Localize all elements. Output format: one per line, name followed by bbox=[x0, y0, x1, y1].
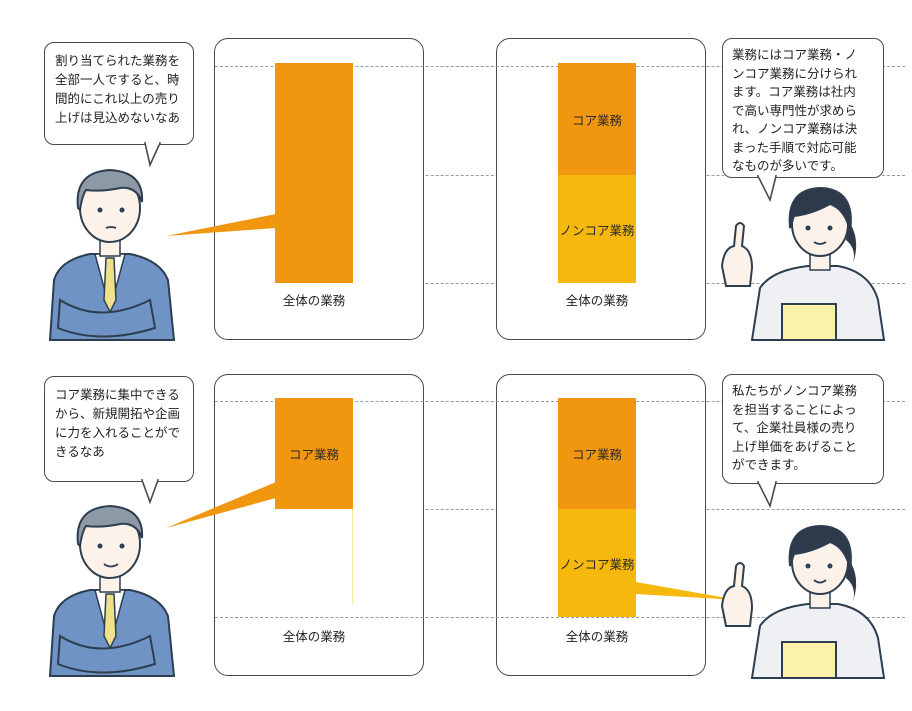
label-core-top: コア業務 bbox=[571, 112, 622, 128]
businesswoman-top-icon bbox=[720, 186, 886, 341]
bar-core-bottom-right: コア業務 bbox=[558, 398, 636, 509]
bar-core-top: コア業務 bbox=[558, 63, 636, 175]
bar-noncore-top: ノンコア業務 bbox=[558, 175, 636, 283]
speech-bubble-woman-bottom: 私たちがノンコア業務を担当することによって、企業社員様の売り上げ単価をあげること… bbox=[722, 374, 884, 484]
label-noncore-bottom-right: ノンコア業務 bbox=[559, 556, 635, 572]
businessman-top-icon bbox=[48, 168, 176, 341]
businesswoman-bottom-icon bbox=[720, 524, 886, 679]
guideline-bottom-3-inner bbox=[215, 617, 905, 618]
label-noncore-top: ノンコア業務 bbox=[559, 222, 635, 238]
bar-all-work-top bbox=[275, 63, 353, 283]
bar-core-bottom-left: コア業務 bbox=[275, 398, 353, 509]
businessman-bottom-icon bbox=[48, 504, 176, 677]
caption-bottom-left: 全体の業務 bbox=[282, 629, 346, 644]
empty-noncore-outline bbox=[352, 509, 353, 604]
caption-bottom-right: 全体の業務 bbox=[565, 629, 629, 644]
speech-bubble-man-bottom: コア業務に集中できるから、新規開拓や企画に力を入れることができるなあ bbox=[44, 376, 194, 482]
caption-top-left: 全体の業務 bbox=[282, 293, 346, 308]
speech-bubble-man-top: 割り当てられた業務を全部一人ですると、時間的にこれ以上の売り上げは見込めないなあ bbox=[44, 42, 194, 145]
speech-bubble-woman-top: 業務にはコア業務・ノンコア業務に分けられます。コア業務は社内で高い専門性が求めら… bbox=[722, 38, 884, 178]
caption-top-right: 全体の業務 bbox=[565, 293, 629, 308]
label-core-bottom-right: コア業務 bbox=[571, 447, 622, 462]
bar-noncore-bottom-right: ノンコア業務 bbox=[558, 509, 636, 617]
label-core-bottom-left: コア業務 bbox=[288, 447, 339, 462]
